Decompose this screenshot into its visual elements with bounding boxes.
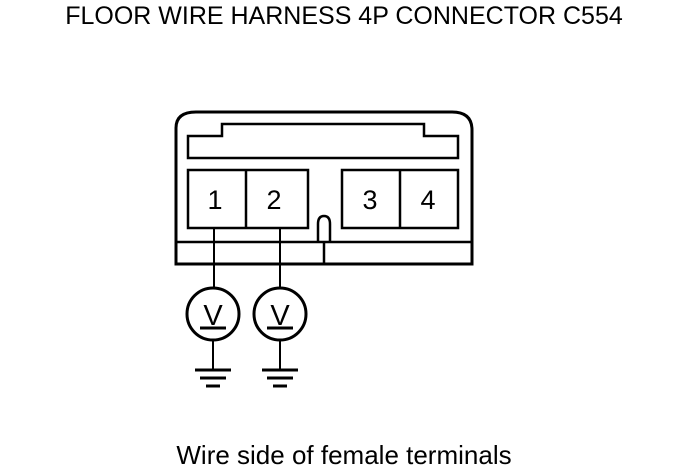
connector-lock-tab xyxy=(316,214,332,242)
diagram-caption: Wire side of female terminals xyxy=(176,440,512,470)
ground-icon xyxy=(195,368,231,388)
terminal-label-4: 4 xyxy=(420,185,435,215)
ground-icon xyxy=(262,368,298,388)
terminal-cavity-group-left xyxy=(186,168,310,230)
connector-housing xyxy=(174,110,474,266)
terminal-label-1: 1 xyxy=(207,185,222,215)
voltmeter-1-symbol: V xyxy=(203,300,223,332)
diagram-title: FLOOR WIRE HARNESS 4P CONNECTOR C554 xyxy=(65,2,623,30)
terminal-label-2: 2 xyxy=(266,185,281,215)
connector-top-channel xyxy=(186,122,460,160)
terminal-label-3: 3 xyxy=(362,185,377,215)
voltmeter-2-symbol: V xyxy=(270,300,290,332)
